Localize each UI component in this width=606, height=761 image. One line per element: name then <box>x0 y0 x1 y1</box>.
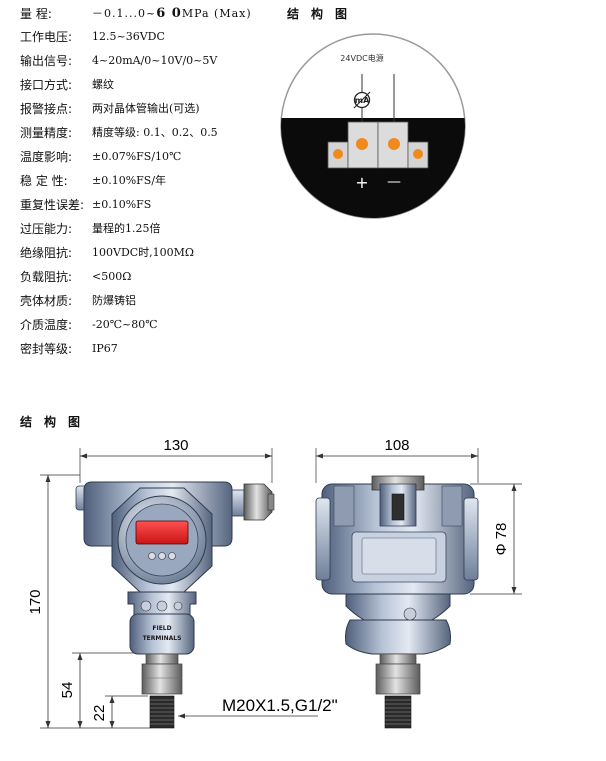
spec-label: 绝缘阻抗: <box>20 245 73 260</box>
supply-label: 24VDC电源 <box>340 53 383 63</box>
dim-arrow <box>511 587 517 594</box>
ammeter-arrow <box>353 91 371 109</box>
dim-arrow <box>80 453 87 459</box>
terminal-text-terminals: TERMINALS <box>143 635 182 642</box>
spec-value: 精度等级: 0.1、0.2、0.5 <box>92 126 218 139</box>
spec-row: 绝缘阻抗: 100VDC时,100MΩ <box>20 241 194 263</box>
transmitter-side-view <box>315 475 479 729</box>
wiring-heading: 结构图 <box>287 7 360 21</box>
range-min: －0.1...0~ <box>92 7 157 20</box>
lcd-display <box>135 520 189 545</box>
dim-arrow <box>45 475 51 482</box>
spec-label: 介质温度: <box>20 317 73 332</box>
spec-label: 过压能力: <box>20 221 73 236</box>
dim-arrow <box>109 696 115 703</box>
spec-row: 稳 定 性: ±0.10%FS/年 <box>20 169 166 191</box>
spec-value: 量程的1.25倍 <box>92 222 161 235</box>
spec-row: 测量精度: 精度等级: 0.1、0.2、0.5 <box>20 121 218 143</box>
dim-arrow <box>77 721 83 728</box>
dim-text-22: 22 <box>91 705 108 722</box>
dim-arrow <box>77 653 83 660</box>
thread-spec: M20X1.5,G1/2" <box>222 696 338 715</box>
dim-arrow <box>109 721 115 728</box>
spec-row: 介质温度: -20℃~80℃ <box>20 313 158 335</box>
spec-label: 负载阻抗: <box>20 269 73 284</box>
spec-value: 两对晶体管输出(可选) <box>92 102 200 115</box>
spec-label: 稳 定 性: <box>20 173 68 188</box>
minus-label: — <box>387 174 401 190</box>
spec-label: 温度影响: <box>20 149 73 164</box>
dim-arrow <box>471 453 478 459</box>
dim-text-170: 170 <box>27 589 44 614</box>
spec-label: 壳体材质: <box>20 293 73 308</box>
key-button-icon <box>148 552 156 560</box>
terminal-screw <box>388 138 400 150</box>
wiring-diagram: 24VDC电源 mA + — <box>280 33 466 219</box>
range-unit: MPa (Max) <box>181 7 252 20</box>
spec-label: 重复性误差: <box>20 197 85 212</box>
terminal-screw <box>413 149 423 159</box>
dim-text-54: 54 <box>59 682 76 699</box>
spec-value: 螺纹 <box>92 78 114 91</box>
spec-row: 工作电压: 12.5~36VDC <box>20 25 165 47</box>
spec-row-range: 量 程: －0.1...0~6 0MPa (Max) <box>20 2 252 24</box>
key-button-icon <box>158 552 166 560</box>
spec-row: 重复性误差: ±0.10%FS <box>20 193 151 215</box>
spec-label: 接口方式: <box>20 77 73 92</box>
spec-value: 4~20mA/0~10V/0~5V <box>92 53 218 67</box>
transmitter-front-view: FIELD TERMINALS <box>75 481 275 729</box>
spec-label: 密封等级: <box>20 341 73 356</box>
spec-value-range: －0.1...0~6 0MPa (Max) <box>92 5 252 21</box>
spec-value: ±0.10%FS <box>92 197 152 211</box>
spec-value: ±0.07%FS/10℃ <box>92 149 182 163</box>
spec-value: 100VDC时,100MΩ <box>92 246 195 259</box>
spec-row: 输出信号: 4~20mA/0~10V/0~5V <box>20 49 217 71</box>
key-button-icon <box>168 552 176 560</box>
spec-row: 温度影响: ±0.07%FS/10℃ <box>20 145 181 167</box>
terminal-screw <box>333 149 343 159</box>
terminal-text-field: FIELD <box>152 625 171 632</box>
dim-text-130: 130 <box>163 437 188 454</box>
dimensional-drawing: 130 170 54 22 M20X1.5,G1/2" <box>27 437 522 729</box>
spec-row: 接口方式: 螺纹 <box>20 73 114 95</box>
terminal-screw <box>356 138 368 150</box>
dim-arrow <box>45 721 51 728</box>
dim-arrow <box>265 453 272 459</box>
dim-text-108: 108 <box>384 437 409 454</box>
spec-label: 测量精度: <box>20 125 73 140</box>
range-max: 6 0 <box>156 6 182 21</box>
spec-label: 工作电压: <box>20 29 73 44</box>
spec-row: 壳体材质: 防爆铸铝 <box>20 289 136 311</box>
ammeter-symbol: mA <box>355 96 370 105</box>
spec-row: 过压能力: 量程的1.25倍 <box>20 217 161 239</box>
spec-label: 输出信号: <box>20 53 73 68</box>
spec-row: 报警接点: 两对晶体管输出(可选) <box>20 97 200 119</box>
spec-row: 密封等级: IP67 <box>20 337 118 359</box>
spec-label: 报警接点: <box>20 101 73 116</box>
spec-value: ±0.10%FS/年 <box>92 174 167 187</box>
drawing-heading: 结构图 <box>20 415 93 429</box>
spec-value: 防爆铸铝 <box>92 294 136 307</box>
dim-text-78: Φ 78 <box>493 523 510 556</box>
dim-arrow <box>316 453 323 459</box>
dim-arrow <box>511 484 517 491</box>
spec-label-range: 量 程: <box>20 6 52 21</box>
spec-value: 12.5~36VDC <box>92 29 165 43</box>
dim-arrow <box>178 713 185 719</box>
spec-value: <500Ω <box>92 269 132 283</box>
plus-label: + <box>355 173 368 192</box>
spec-value: -20℃~80℃ <box>92 317 158 331</box>
spec-row: 负载阻抗: <500Ω <box>20 265 131 287</box>
spec-value: IP67 <box>92 341 118 355</box>
